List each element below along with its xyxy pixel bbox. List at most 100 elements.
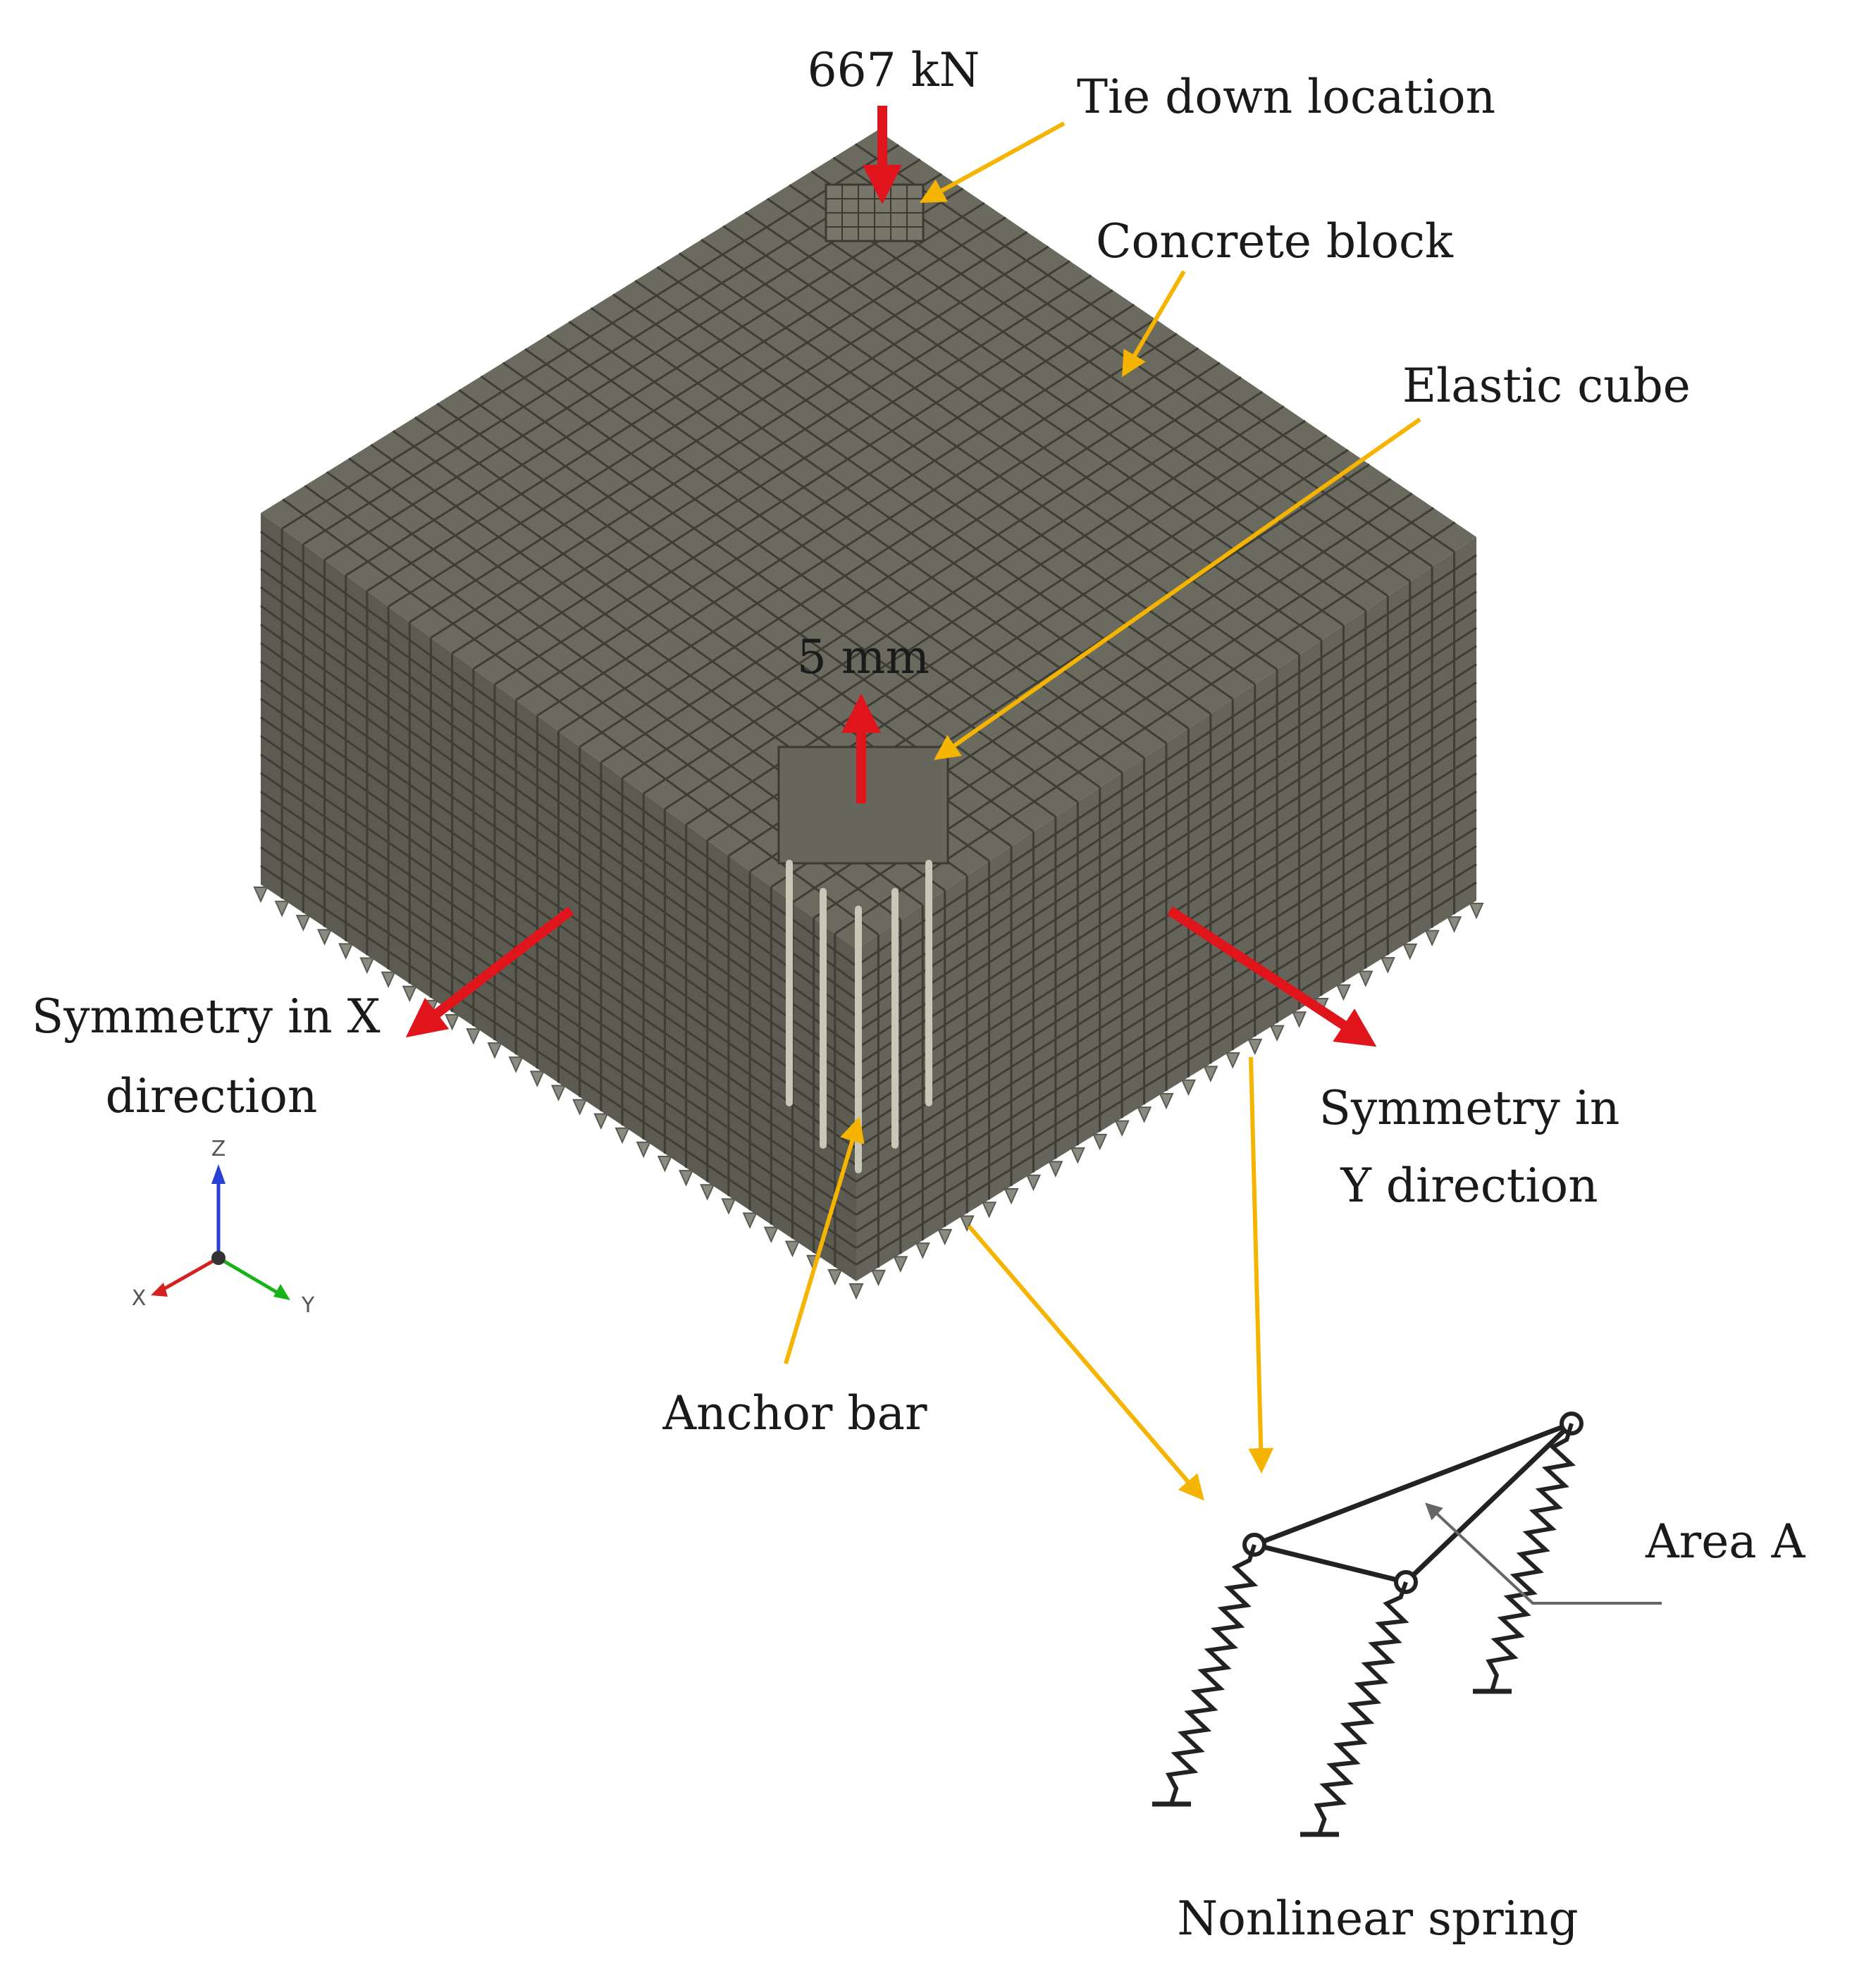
mesh-line — [789, 184, 1389, 597]
support-pin — [615, 1127, 630, 1144]
mesh-line — [557, 333, 1178, 732]
mesh-line — [856, 626, 1477, 1034]
mesh-line — [834, 521, 1456, 935]
area-a-label: Area A — [1645, 1514, 1806, 1569]
axis-z-arrowhead — [211, 1164, 226, 1184]
support-pin — [763, 1226, 779, 1244]
support-pin — [253, 887, 268, 903]
mesh-line — [260, 791, 857, 1199]
mesh-line — [260, 605, 857, 1033]
support-pin — [1203, 1066, 1218, 1082]
support-pin — [1402, 943, 1418, 961]
spring-grounds — [1152, 1688, 1512, 1837]
support-pin — [959, 1215, 975, 1233]
leader-elastic-cube — [934, 417, 1421, 760]
axis-origin — [211, 1251, 226, 1265]
mesh-line — [260, 586, 857, 1017]
mesh-line — [856, 736, 1477, 1133]
support-pin — [915, 1242, 930, 1259]
springs — [1165, 1423, 1576, 1835]
axis-y-label: Y — [301, 1293, 315, 1318]
support-pin — [982, 1202, 997, 1218]
mesh-line — [600, 362, 1221, 763]
mesh-line — [612, 293, 1211, 715]
mesh-line — [856, 717, 1477, 1116]
spring-coil — [1314, 1581, 1409, 1835]
mesh-line — [260, 846, 857, 1249]
axis-x-line — [155, 1256, 220, 1295]
mesh-line — [856, 863, 1477, 1249]
mesh-line — [260, 772, 857, 1183]
mesh-line — [856, 772, 1477, 1166]
support-pin — [445, 1013, 460, 1031]
mesh-line — [856, 591, 1477, 1000]
mesh-line — [664, 405, 1285, 810]
mesh-line — [260, 567, 857, 1000]
symmetry-x-label-line1: Symmetry in X — [32, 989, 381, 1044]
mesh-line — [260, 549, 857, 984]
spring-coil — [1486, 1423, 1576, 1692]
mesh-line — [260, 531, 857, 967]
mesh-line — [260, 698, 857, 1116]
support-pin — [893, 1256, 908, 1273]
leader-spring-left — [967, 1225, 1204, 1501]
mesh-line — [856, 663, 1477, 1067]
symmetry-x-arrow — [405, 906, 574, 1038]
mesh-line — [856, 845, 1477, 1233]
leader-concrete-block — [1121, 270, 1186, 378]
concrete-block-label: Concrete block — [1096, 214, 1454, 268]
mesh-line — [856, 808, 1477, 1199]
axis-y-line — [217, 1256, 283, 1297]
mesh-line — [856, 681, 1477, 1083]
mesh-line — [856, 608, 1477, 1017]
support-pin — [487, 1042, 502, 1059]
support-pin — [721, 1198, 736, 1215]
mesh-line — [856, 572, 1477, 984]
mesh-line — [260, 734, 857, 1149]
mesh-line — [590, 307, 1190, 729]
support-pin — [937, 1228, 953, 1246]
mesh-line — [260, 679, 857, 1100]
mesh-line — [643, 390, 1264, 795]
mesh-line — [854, 143, 1455, 553]
support-pin — [1159, 1093, 1174, 1110]
support-pin — [1025, 1174, 1041, 1192]
mesh-line — [260, 865, 857, 1266]
support-pin — [679, 1170, 694, 1187]
support-pin — [1469, 903, 1484, 920]
leader-spring-right — [1248, 1056, 1274, 1474]
support-pin — [1292, 1011, 1307, 1028]
elastic-cube-label: Elastic cube — [1402, 359, 1691, 413]
axis-z-label: Z — [211, 1137, 226, 1161]
axis-x-arrowhead — [151, 1283, 168, 1297]
mesh-line — [260, 623, 857, 1050]
support-pin — [636, 1141, 651, 1159]
area-triangle — [1253, 1421, 1574, 1585]
support-pin — [1004, 1188, 1019, 1205]
mesh-lines — [260, 143, 1477, 1268]
support-pin — [550, 1085, 567, 1101]
support-pin — [1380, 957, 1395, 974]
support-pin — [1424, 930, 1440, 947]
symmetry-x-label-line2: direction — [106, 1069, 318, 1123]
elastic-cube — [777, 746, 949, 865]
mesh-line — [260, 827, 857, 1233]
support-pin — [1114, 1120, 1130, 1137]
support-pin — [466, 1028, 481, 1045]
coordinate-triad: Z X Y — [132, 1137, 315, 1318]
support-pin — [295, 915, 311, 932]
mesh-line — [856, 827, 1477, 1216]
mesh-line — [856, 699, 1477, 1100]
load-arrows — [405, 106, 1377, 1047]
leader-anchor-bar — [784, 1116, 865, 1364]
mesh-line — [260, 660, 857, 1083]
mesh-line — [766, 197, 1366, 612]
anchor-bar-label: Anchor bar — [662, 1386, 927, 1440]
support-pin — [572, 1099, 588, 1116]
support-pin — [827, 1268, 843, 1286]
mesh-line — [260, 753, 857, 1166]
mesh-line — [856, 881, 1477, 1266]
nonlinear-spring-label: Nonlinear spring — [1177, 1891, 1578, 1946]
support-pin — [1180, 1079, 1196, 1097]
